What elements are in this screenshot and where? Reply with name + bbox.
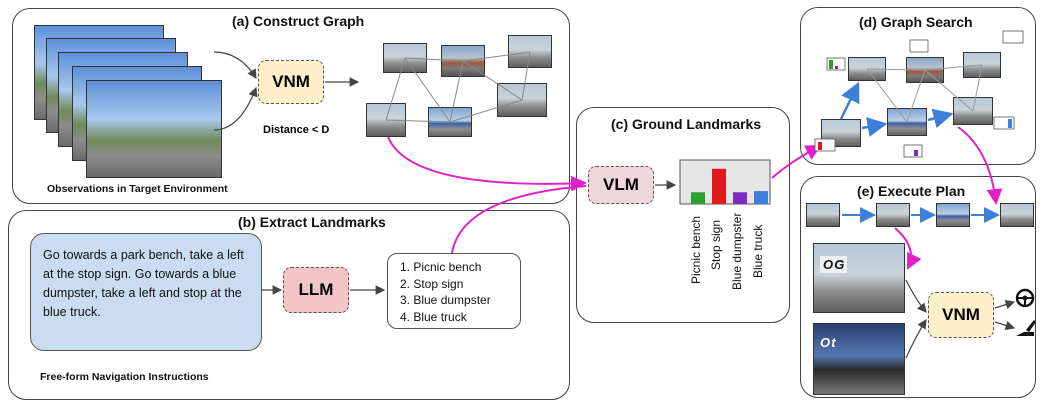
panel-c-title: (c) Ground Landmarks xyxy=(611,116,762,132)
blue-path-arrow xyxy=(927,108,954,129)
magenta-flow-arrow xyxy=(387,136,587,192)
distance-label: Distance < D xyxy=(263,124,330,136)
mini-bar-chart xyxy=(909,39,929,53)
flow-arrow xyxy=(905,279,927,313)
instructions-caption: Free-form Navigation Instructions xyxy=(40,371,209,383)
landmark-list: 1. Picnic bench 2. Stop sign 3. Blue dum… xyxy=(387,253,521,329)
obs-goal-label: O G xyxy=(820,256,848,273)
plan-node-photo xyxy=(936,203,970,227)
obs-current-label: O t xyxy=(820,335,836,350)
plan-node-photo xyxy=(806,203,840,227)
mini-bar-chart xyxy=(1002,30,1024,44)
llm-module: LLM xyxy=(283,267,349,313)
chart-bar xyxy=(754,191,768,204)
landmark-item: 4. Blue truck xyxy=(400,309,467,324)
vnm-module-execute: VNM xyxy=(928,292,994,338)
flow-arrow xyxy=(905,318,927,359)
panel-a-title: (a) Construct Graph xyxy=(232,13,365,29)
search-graph-edges xyxy=(866,64,983,123)
blue-path-arrow xyxy=(839,81,860,120)
flow-arrow xyxy=(994,320,1016,331)
panel-e-title: (e) Execute Plan xyxy=(857,183,966,199)
landmark-item: 1. Picnic bench xyxy=(400,260,482,274)
panel-b-title: (b) Extract Landmarks xyxy=(238,214,386,230)
observation-photo xyxy=(86,80,222,178)
landmark-item: 2. Stop sign xyxy=(400,276,464,291)
steering-wheel-icon xyxy=(1015,288,1035,308)
chart-bar xyxy=(733,192,747,204)
chart-bar xyxy=(712,168,726,204)
graph-node-photo xyxy=(508,35,552,68)
flow-arrow xyxy=(213,86,258,131)
flow-arrow xyxy=(994,299,1016,310)
panel-ground-landmarks xyxy=(576,107,790,323)
mini-bar-chart xyxy=(814,138,836,152)
pedal-icon xyxy=(1016,320,1036,336)
instruction-bubble: Go towards a park bench, take a left at … xyxy=(30,233,262,351)
observations-caption: Observations in Target Environment xyxy=(47,183,228,195)
mini-bar-chart xyxy=(826,57,846,71)
mini-bar-chart xyxy=(993,116,1015,130)
vlm-module: VLM xyxy=(588,166,654,204)
plan-node-photo xyxy=(876,203,910,227)
panel-d-title: (d) Graph Search xyxy=(859,14,973,30)
plan-node-photo xyxy=(1000,203,1034,227)
blue-path-arrow xyxy=(861,117,888,137)
graph-edges xyxy=(385,51,531,123)
magenta-flow-arrow xyxy=(957,126,1003,205)
mini-bar-chart xyxy=(903,144,923,158)
chart-bar xyxy=(691,192,705,204)
graph-node-photo xyxy=(383,43,427,73)
magenta-flow-arrow xyxy=(771,145,822,179)
current-observation-photo xyxy=(813,323,905,395)
flow-arrow xyxy=(213,51,257,80)
magenta-flow-arrow xyxy=(451,185,587,254)
goal-observation-photo xyxy=(813,243,905,313)
vnm-module-construct: VNM xyxy=(258,60,324,104)
landmark-item: 3. Blue dumpster xyxy=(400,293,491,307)
magenta-flow-arrow xyxy=(894,227,922,270)
chart-bars xyxy=(691,168,768,204)
